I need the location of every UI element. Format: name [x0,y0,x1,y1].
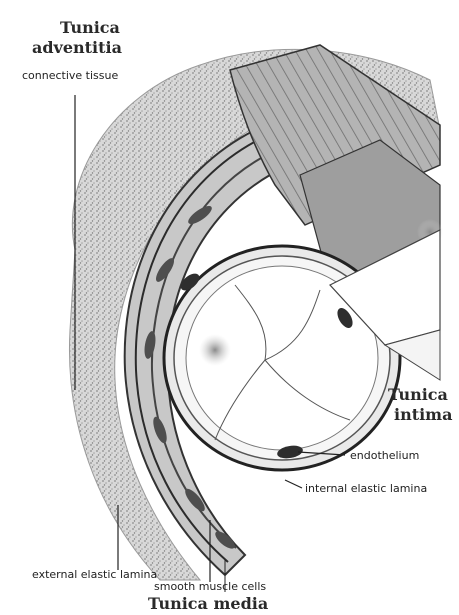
label-connective-tissue: connective tissue [22,69,118,82]
label-external-elastic-lamina: external elastic lamina [32,568,157,581]
faint-nucleus [199,334,231,366]
label-internal-elastic-lamina: internal elastic lamina [305,482,427,495]
title-adventitia-line2: adventitia [32,38,122,57]
title-adventitia-line1: Tunica [60,18,120,37]
title-media: Tunica media [148,594,268,613]
label-endothelium: endothelium [350,449,419,462]
label-smooth-muscle-cells: smooth muscle cells [154,580,266,593]
leader-internal-elastic [285,480,302,488]
title-intima-line2: intima [394,405,452,424]
title-intima-line1: Tunica [388,385,448,404]
